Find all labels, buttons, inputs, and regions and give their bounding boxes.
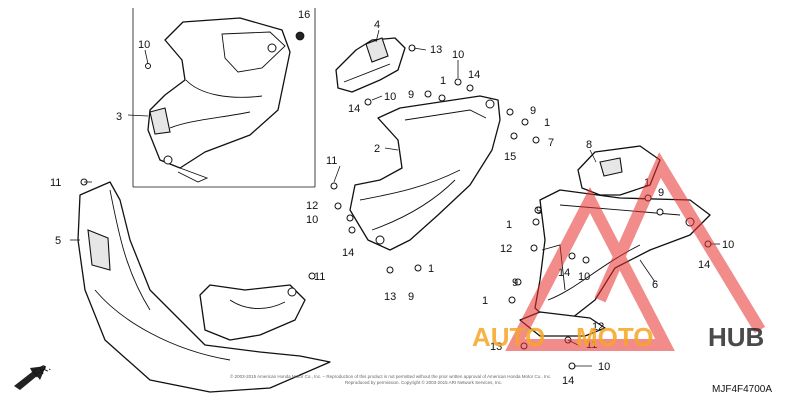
- watermark-hub: HUB: [708, 322, 764, 352]
- callout-14: 14: [348, 103, 360, 115]
- inset-frame: [132, 8, 316, 188]
- callout-9: 9: [536, 205, 542, 217]
- callout-labels: 16 10 3 4 13 10 14 1 9 10 14 9 1 7 15 2 …: [50, 9, 734, 387]
- callout-14: 14: [468, 69, 480, 81]
- callout-9: 9: [408, 291, 414, 303]
- watermark-logo: [505, 152, 766, 351]
- callout-9: 9: [530, 105, 536, 117]
- callout-1: 1: [428, 263, 434, 275]
- callout-13: 13: [430, 44, 442, 56]
- callout-14: 14: [342, 247, 354, 259]
- callout-9: 9: [512, 277, 518, 289]
- callout-4: 4: [374, 19, 380, 31]
- copyright-line-1: © 2003-2015 American Honda Motor Co., In…: [230, 373, 551, 379]
- copyright-line-2: Reproduced by permission. Copyright © 20…: [345, 379, 502, 385]
- callout-1: 1: [440, 75, 446, 87]
- callout-12: 12: [500, 243, 512, 255]
- part-lower-support: [519, 311, 606, 337]
- callout-10: 10: [578, 271, 590, 283]
- callout-16: 16: [298, 9, 310, 21]
- callout-8: 8: [586, 139, 592, 151]
- callout-10: 10: [598, 361, 610, 373]
- callout-11: 11: [326, 155, 337, 167]
- callout-5: 5: [55, 235, 61, 247]
- callout-1: 1: [506, 219, 512, 231]
- callout-13: 13: [384, 291, 396, 303]
- callout-13: 13: [490, 341, 502, 353]
- callout-12: 12: [306, 200, 318, 212]
- callout-15: 15: [504, 151, 516, 163]
- callout-10: 10: [384, 91, 396, 103]
- callout-2: 2: [374, 143, 380, 155]
- callout-14: 14: [698, 259, 710, 271]
- watermark-auto: AUTO: [472, 322, 545, 352]
- part-3-inner-cover[interactable]: [147, 17, 291, 183]
- callout-7: 7: [548, 137, 554, 149]
- front-direction-arrow: FR.: [14, 361, 53, 390]
- callout-14: 14: [562, 375, 574, 387]
- callout-11: 11: [50, 177, 61, 189]
- callout-10: 10: [722, 239, 734, 251]
- watermark-moto: MOTO: [576, 322, 654, 352]
- part-2-side-cover[interactable]: [349, 95, 501, 251]
- watermark-text: AUTO MOTO HUB: [472, 322, 764, 352]
- callout-1: 1: [482, 295, 488, 307]
- front-label: FR.: [32, 361, 53, 380]
- callout-14: 14: [558, 267, 570, 279]
- callout-3: 3: [116, 111, 122, 123]
- callout-11: 11: [314, 271, 325, 283]
- part-4-bracket[interactable]: [335, 37, 406, 93]
- callout-10: 10: [306, 214, 318, 226]
- diagram-code: MJF4F4700A: [712, 384, 772, 395]
- callout-9: 9: [408, 89, 414, 101]
- callout-10: 10: [452, 49, 464, 61]
- callout-9: 9: [658, 187, 664, 199]
- part-5-lower-cowl[interactable]: [77, 181, 331, 393]
- callout-6: 6: [652, 279, 658, 291]
- callout-10: 10: [138, 39, 150, 51]
- callout-12: 12: [592, 321, 604, 333]
- callout-1: 1: [544, 117, 550, 129]
